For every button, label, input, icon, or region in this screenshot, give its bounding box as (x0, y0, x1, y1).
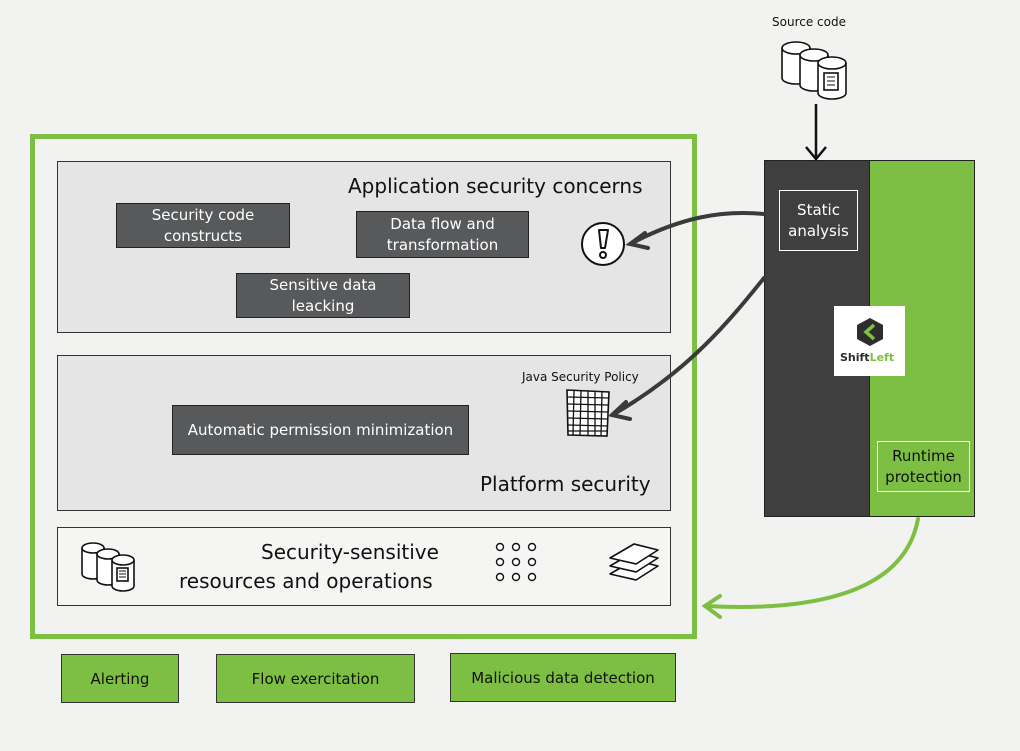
static-line: Static (797, 200, 840, 219)
alerting-button[interactable]: Alerting (61, 654, 179, 703)
source-to-analysis-arrow (805, 104, 827, 161)
data-flow-box[interactable]: Data flow and transformation (356, 211, 529, 258)
layers-icon (609, 543, 659, 581)
dots-grid-icon (495, 542, 537, 582)
box-line: Sensitive data (269, 275, 377, 294)
shiftleft-logo-mark-icon (857, 318, 883, 346)
resources-title-line1: Security-sensitive (261, 540, 439, 564)
source-code-database-icon (781, 41, 847, 100)
exclamation-icon (581, 222, 625, 266)
box-line: leacking (291, 296, 355, 315)
runtime-line: Runtime (892, 446, 955, 465)
box-line: constructs (163, 226, 243, 245)
analysis-to-app-arrow (625, 211, 766, 250)
runtime-line: protection (885, 467, 962, 486)
platform-security-title: Platform security (480, 472, 651, 496)
analysis-to-policy-arrow (607, 276, 766, 421)
box-line: Security code (151, 205, 255, 224)
runtime-to-app-arrow (701, 517, 920, 619)
permission-minimization-box[interactable]: Automatic permission minimization (172, 405, 469, 455)
application-security-title: Application security concerns (348, 174, 643, 198)
static-analysis-box[interactable]: Static analysis (779, 190, 858, 251)
runtime-protection-box[interactable]: Runtime protection (877, 441, 970, 492)
source-code-label: Source code (772, 15, 846, 29)
database-stack-icon (81, 542, 135, 592)
logo-shift: Shift (840, 351, 870, 364)
flow-exercitation-button[interactable]: Flow exercitation (216, 654, 415, 703)
security-code-constructs-box[interactable]: Security code constructs (116, 203, 290, 248)
shiftleft-logo: ShiftLeft (834, 306, 905, 376)
protected-app-frame (30, 134, 697, 639)
malicious-data-detection-button[interactable]: Malicious data detection (450, 653, 676, 702)
static-line: analysis (788, 221, 849, 240)
box-line: transformation (386, 235, 499, 254)
logo-left: Left (869, 351, 895, 364)
shiftleft-logo-text: ShiftLeft (840, 351, 894, 364)
resources-title-line2: resources and operations (179, 569, 433, 593)
resources-panel (57, 527, 671, 606)
policy-grid-icon (566, 389, 610, 437)
sensitive-data-box[interactable]: Sensitive data leacking (236, 273, 410, 318)
box-line: Data flow and (390, 214, 495, 233)
java-policy-label: Java Security Policy (522, 370, 639, 384)
